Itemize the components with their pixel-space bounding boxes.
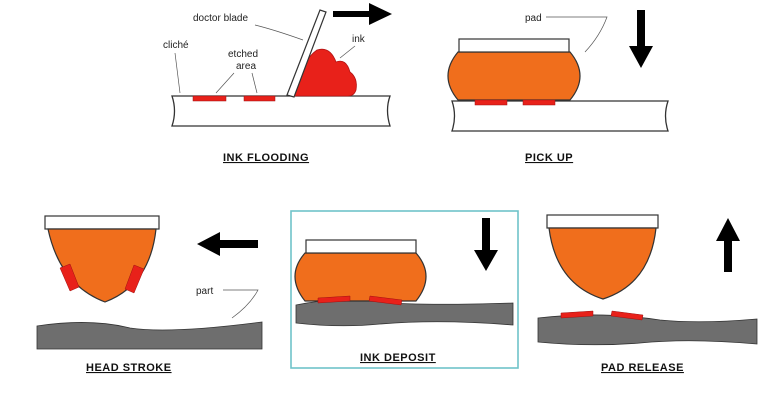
- pad-body-head: [47, 228, 157, 303]
- cliche-label: cliché: [163, 40, 189, 51]
- doctor-blade-label: doctor blade: [193, 13, 248, 24]
- pad-mount-release: [546, 214, 659, 229]
- ink-leader: [339, 45, 356, 59]
- arrow-down-icon: [629, 10, 653, 68]
- part-leader: [223, 289, 259, 319]
- panel-pad-release: PAD RELEASE: [537, 214, 758, 374]
- part-surface-release: [537, 314, 758, 346]
- etched-area-leader-1: [215, 72, 235, 94]
- panel-ink-deposit: INK DEPOSIT: [290, 210, 519, 369]
- doctor-blade: [286, 9, 327, 98]
- cliche-plate-pickup: [451, 100, 669, 132]
- ink-deposit-frame: [290, 210, 519, 369]
- pad-body: [447, 51, 581, 101]
- doctor-blade-leader: [254, 24, 304, 41]
- panel-pick-up: pad PICK UP: [447, 10, 669, 164]
- arrow-left-icon: [197, 232, 258, 256]
- part-label: part: [196, 286, 213, 297]
- arrow-up-icon: [716, 218, 740, 272]
- cliche-plate: [171, 95, 391, 127]
- panel-ink-flooding: doctor blade cliché etched area ink INK …: [163, 3, 392, 164]
- etched-area-ink-2: [243, 95, 276, 102]
- arrow-right-icon: [333, 3, 392, 25]
- etched-area-leader-2: [251, 72, 258, 94]
- printed-ink-1: [560, 310, 594, 319]
- pad-label: pad: [525, 13, 542, 24]
- pad-body-deposit: [294, 252, 427, 302]
- pad-mount-deposit: [305, 239, 417, 254]
- etched-area-ink-1: [192, 95, 227, 102]
- pad-body-release: [548, 227, 657, 300]
- pad-mount: [458, 38, 570, 53]
- cliche-leader: [174, 52, 181, 94]
- caption-ink-flooding: INK FLOODING: [223, 152, 309, 164]
- part-surface: [36, 321, 263, 350]
- pad-mount-head: [44, 215, 160, 230]
- caption-pick-up: PICK UP: [525, 152, 573, 164]
- printed-ink-2: [610, 310, 644, 321]
- deposited-ink-2: [368, 295, 403, 306]
- panel-head-stroke: part HEAD STROKE: [36, 215, 263, 374]
- ink-blob: [292, 48, 357, 97]
- caption-head-stroke: HEAD STROKE: [86, 362, 172, 374]
- picked-ink-2: [522, 99, 556, 106]
- caption-ink-deposit: INK DEPOSIT: [360, 352, 436, 364]
- etched-area-label-1: etched: [228, 49, 258, 60]
- deposited-ink-1: [317, 295, 351, 304]
- pad-ink-head-2: [124, 264, 145, 294]
- caption-pad-release: PAD RELEASE: [601, 362, 684, 374]
- arrow-down-icon-deposit: [474, 218, 498, 271]
- ink-label: ink: [352, 34, 366, 45]
- etched-area-label-2: area: [236, 61, 256, 72]
- part-surface-deposit: [295, 299, 514, 327]
- pad-ink-head-1: [59, 263, 80, 292]
- picked-ink-1: [474, 99, 508, 106]
- pad-leader: [546, 16, 608, 53]
